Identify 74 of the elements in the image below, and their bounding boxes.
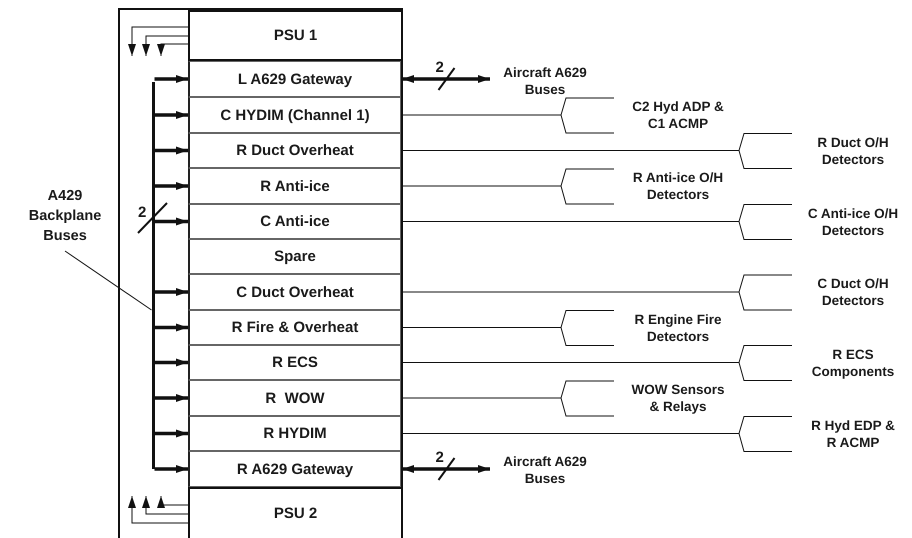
module-slot (188, 451, 401, 487)
leader-line (64, 250, 152, 310)
arrow (154, 182, 188, 190)
module-slot (188, 416, 401, 451)
double-arrow (402, 465, 490, 473)
module-name: R WOW (265, 390, 325, 406)
fork-connector (400, 98, 614, 134)
module-name: L A629 Gateway (238, 70, 352, 88)
arrow (154, 288, 188, 296)
fork-connector (400, 133, 792, 169)
power-supply-module (188, 487, 401, 538)
module-name: C Anti-ice (260, 213, 330, 230)
arrow (157, 496, 188, 508)
fork-connector (400, 168, 614, 204)
arrow (128, 496, 188, 524)
device-label: Aircraft A629 Buses (492, 452, 598, 488)
module-name: PSU 2 (274, 505, 318, 522)
module-slot (188, 380, 401, 416)
fork-connector (400, 380, 614, 416)
arrow (154, 394, 188, 402)
module-name: R Fire & Overheat (232, 319, 358, 336)
module-name: C Duct Overheat (236, 284, 354, 300)
arrow (142, 496, 188, 514)
device-label: Aircraft A629 Buses (492, 63, 598, 99)
bus-label: A429 Backplane Buses (20, 184, 110, 248)
fork-connector (400, 310, 614, 346)
arrow (154, 465, 188, 473)
arrow (154, 218, 188, 226)
module-slot (188, 310, 401, 345)
module-name: R Anti-ice (260, 178, 330, 194)
arrow (154, 430, 188, 438)
arrow (142, 36, 188, 56)
edge-label: 2 (434, 450, 445, 465)
device-label: R ECS Components (794, 344, 912, 380)
module-name: PSU 1 (274, 27, 318, 44)
module-name: Spare (274, 248, 316, 265)
fork-connector (400, 345, 792, 381)
module-name: R Duct Overheat (236, 142, 354, 159)
arrow (154, 324, 188, 332)
arrow (154, 111, 188, 119)
fork-connector (400, 204, 792, 240)
module-slot (188, 204, 401, 239)
arrow (154, 358, 188, 366)
module-slot (188, 97, 401, 133)
module-slot (188, 239, 401, 274)
power-supply-module (188, 10, 401, 61)
device-label: R Engine Fire Detectors (616, 310, 740, 346)
device-label: R Duct O/H Detectors (794, 132, 912, 168)
module-slot (188, 133, 401, 168)
bus-width-label: 2 (137, 205, 148, 220)
arrow (154, 146, 188, 154)
module-slot (188, 345, 401, 380)
arrow (128, 26, 188, 56)
cabinet-frame (118, 8, 403, 538)
device-label: WOW Sensors & Relays (616, 380, 740, 416)
module-name: R ECS (272, 354, 318, 371)
module-name: C HYDIM (Channel 1) (220, 106, 370, 124)
arrow (154, 75, 188, 83)
module-slot (188, 274, 401, 310)
edge-label: 2 (434, 60, 445, 75)
module-slot (188, 61, 401, 97)
arrow (157, 44, 188, 56)
fork-connector (400, 416, 792, 452)
fork-connector (400, 274, 792, 310)
device-label: C Anti-ice O/H Detectors (794, 204, 912, 240)
module-name: R HYDIM (263, 425, 327, 442)
device-label: R Anti-ice O/H Detectors (616, 168, 740, 204)
module-slot (188, 168, 401, 204)
device-label: C2 Hyd ADP & C1 ACMP (616, 97, 740, 133)
double-arrow (402, 75, 490, 83)
backplane-bus (152, 82, 154, 469)
device-label: C Duct O/H Detectors (794, 274, 912, 310)
module-name: R A629 Gateway (236, 460, 354, 478)
device-label: R Hyd EDP & R ACMP (794, 416, 912, 452)
